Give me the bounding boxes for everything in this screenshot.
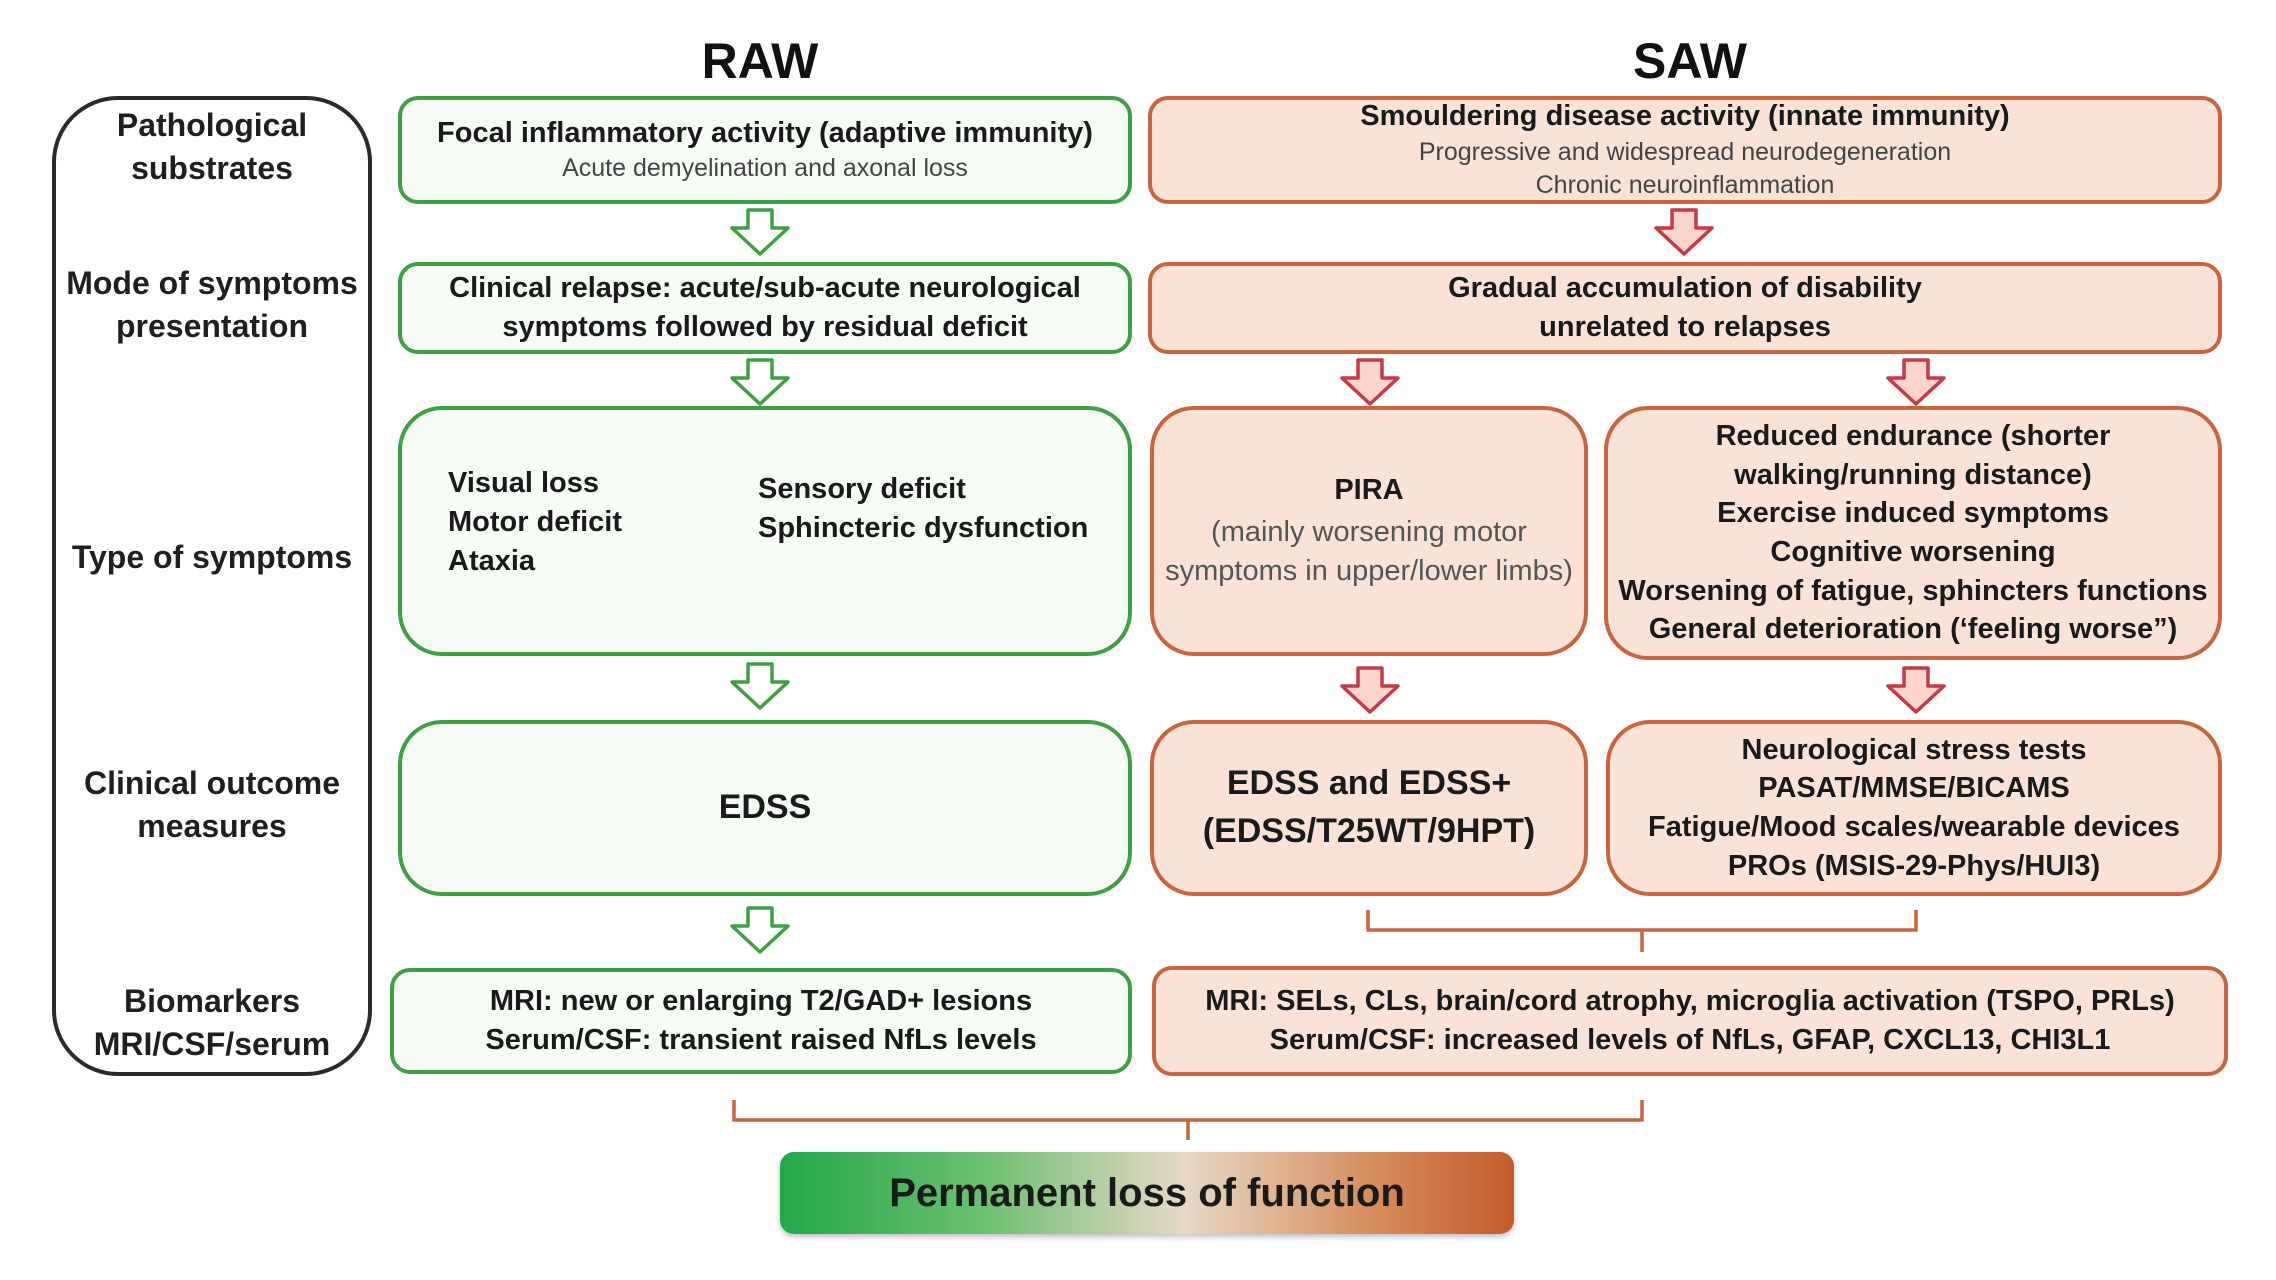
clinical-test-item: PROs (MSIS-29-Phys/HUI3) bbox=[1727, 849, 2101, 882]
saw-biomarker-line: Serum/CSF: increased levels of NfLs, GFA… bbox=[1269, 1024, 2111, 1056]
raw-biomarkers-box: MRI: new or enlarging T2/GAD+ lesions Se… bbox=[390, 968, 1132, 1074]
saw-biomarkers-box: MRI: SELs, CLs, brain/cord atrophy, micr… bbox=[1152, 966, 2228, 1076]
raw-mode-line: Clinical relapse: acute/sub-acute neurol… bbox=[449, 272, 1081, 305]
pira-description: symptoms in upper/lower limbs) bbox=[1165, 555, 1573, 588]
symptom-item: Ataxia bbox=[448, 545, 536, 578]
down-arrow-icon bbox=[1340, 358, 1400, 406]
symptom-item: Exercise induced symptoms bbox=[1717, 497, 2109, 530]
down-arrow-icon bbox=[730, 208, 790, 256]
saw-mode-line: unrelated to relapses bbox=[1539, 311, 1831, 343]
saw-biomarker-line: MRI: SELs, CLs, brain/cord atrophy, micr… bbox=[1205, 985, 2175, 1018]
saw-other-symptoms-box: Reduced endurance (shorter walking/runni… bbox=[1604, 406, 2222, 660]
edss-plus-line: EDSS and EDSS+ bbox=[1226, 764, 1512, 803]
symptom-item: Sphincteric dysfunction bbox=[758, 512, 1089, 545]
saw-clinical-tests-box: Neurological stress tests PASAT/MMSE/BIC… bbox=[1606, 720, 2222, 896]
symptom-item: Worsening of fatigue, sphincters functio… bbox=[1618, 574, 2208, 607]
raw-biomarker-line: MRI: new or enlarging T2/GAD+ lesions bbox=[489, 985, 1033, 1018]
raw-pathological-title: Focal inflammatory activity (adaptive im… bbox=[437, 116, 1093, 149]
outcome-label: Permanent loss of function bbox=[889, 1170, 1405, 1215]
symptom-item: Sensory deficit bbox=[758, 473, 966, 505]
clinical-test-item: Neurological stress tests bbox=[1741, 733, 2087, 766]
outcome-merge-bracket bbox=[732, 1100, 1644, 1140]
clinical-test-item: PASAT/MMSE/BICAMS bbox=[1758, 772, 2070, 805]
raw-mode-box: Clinical relapse: acute/sub-acute neurol… bbox=[398, 262, 1132, 354]
raw-pathological-box: Focal inflammatory activity (adaptive im… bbox=[398, 96, 1132, 204]
down-arrow-icon bbox=[1654, 208, 1714, 256]
pira-title: PIRA bbox=[1334, 473, 1404, 506]
clinical-test-item: Fatigue/Mood scales/wearable devices bbox=[1648, 811, 2180, 843]
saw-pathological-subtitle: Progressive and widespread neurodegenera… bbox=[1418, 137, 1952, 166]
saw-mode-box: Gradual accumulation of disability unrel… bbox=[1148, 262, 2222, 354]
row-label-type-of-symptoms: Type of symptoms bbox=[71, 539, 353, 575]
edss-plus-line: (EDSS/T25WT/9HPT) bbox=[1202, 812, 1536, 850]
symptom-item: General deterioration (‘feeling worse”) bbox=[1648, 613, 2178, 646]
row-label-clinical-outcome: Clinical outcome measures bbox=[83, 765, 341, 845]
row-label-biomarkers: Biomarkers MRI/CSF/serum bbox=[93, 983, 331, 1063]
raw-pathological-subtitle: Acute demyelination and axonal loss bbox=[562, 154, 968, 183]
saw-column-heading: SAW bbox=[1633, 33, 1747, 89]
raw-symptoms-list-left: Visual loss Motor deficit Ataxia bbox=[448, 464, 728, 581]
symptom-item: Motor deficit bbox=[448, 506, 622, 539]
row-label-pathological-substrates: Pathological substrates bbox=[116, 107, 308, 187]
raw-clinical-measure: EDSS bbox=[718, 788, 812, 827]
saw-clinical-edss-box: EDSS and EDSS+ (EDSS/T25WT/9HPT) bbox=[1150, 720, 1588, 896]
raw-symptoms-list-right: Sensory deficit Sphincteric dysfunction bbox=[758, 470, 1118, 548]
saw-mode-line: Gradual accumulation of disability bbox=[1448, 272, 1922, 305]
symptom-item: walking/running distance) bbox=[1734, 458, 2092, 491]
saw-pathological-box: Smouldering disease activity (innate imm… bbox=[1148, 96, 2222, 204]
pira-description: (mainly worsening motor bbox=[1211, 516, 1527, 549]
symptom-item: Visual loss bbox=[448, 467, 599, 499]
saw-pathological-title: Smouldering disease activity (innate imm… bbox=[1360, 99, 2010, 132]
row-label-mode-of-symptoms: Mode of symptoms presentation bbox=[66, 265, 358, 345]
down-arrow-icon bbox=[730, 662, 790, 710]
saw-pathological-subtitle: Chronic neuroinflammation bbox=[1535, 171, 1835, 200]
down-arrow-icon bbox=[1886, 358, 1946, 406]
symptom-item: Cognitive worsening bbox=[1770, 536, 2056, 568]
clinical-merge-bracket bbox=[1366, 910, 1918, 952]
raw-column-heading: RAW bbox=[701, 33, 819, 89]
permanent-loss-of-function-bar: Permanent loss of function bbox=[780, 1152, 1514, 1234]
row-labels-panel bbox=[52, 96, 372, 1076]
raw-mode-line: symptoms followed by residual deficit bbox=[502, 311, 1028, 343]
raw-symptoms-box bbox=[398, 406, 1132, 656]
symptom-item: Reduced endurance (shorter bbox=[1715, 420, 2111, 453]
down-arrow-icon bbox=[1340, 666, 1400, 714]
raw-biomarker-line: Serum/CSF: transient raised NfLs levels bbox=[485, 1024, 1037, 1056]
down-arrow-icon bbox=[730, 358, 790, 406]
raw-clinical-box: EDSS bbox=[398, 720, 1132, 896]
down-arrow-icon bbox=[730, 906, 790, 954]
down-arrow-icon bbox=[1886, 666, 1946, 714]
saw-pira-box: PIRA (mainly worsening motor symptoms in… bbox=[1150, 406, 1588, 656]
